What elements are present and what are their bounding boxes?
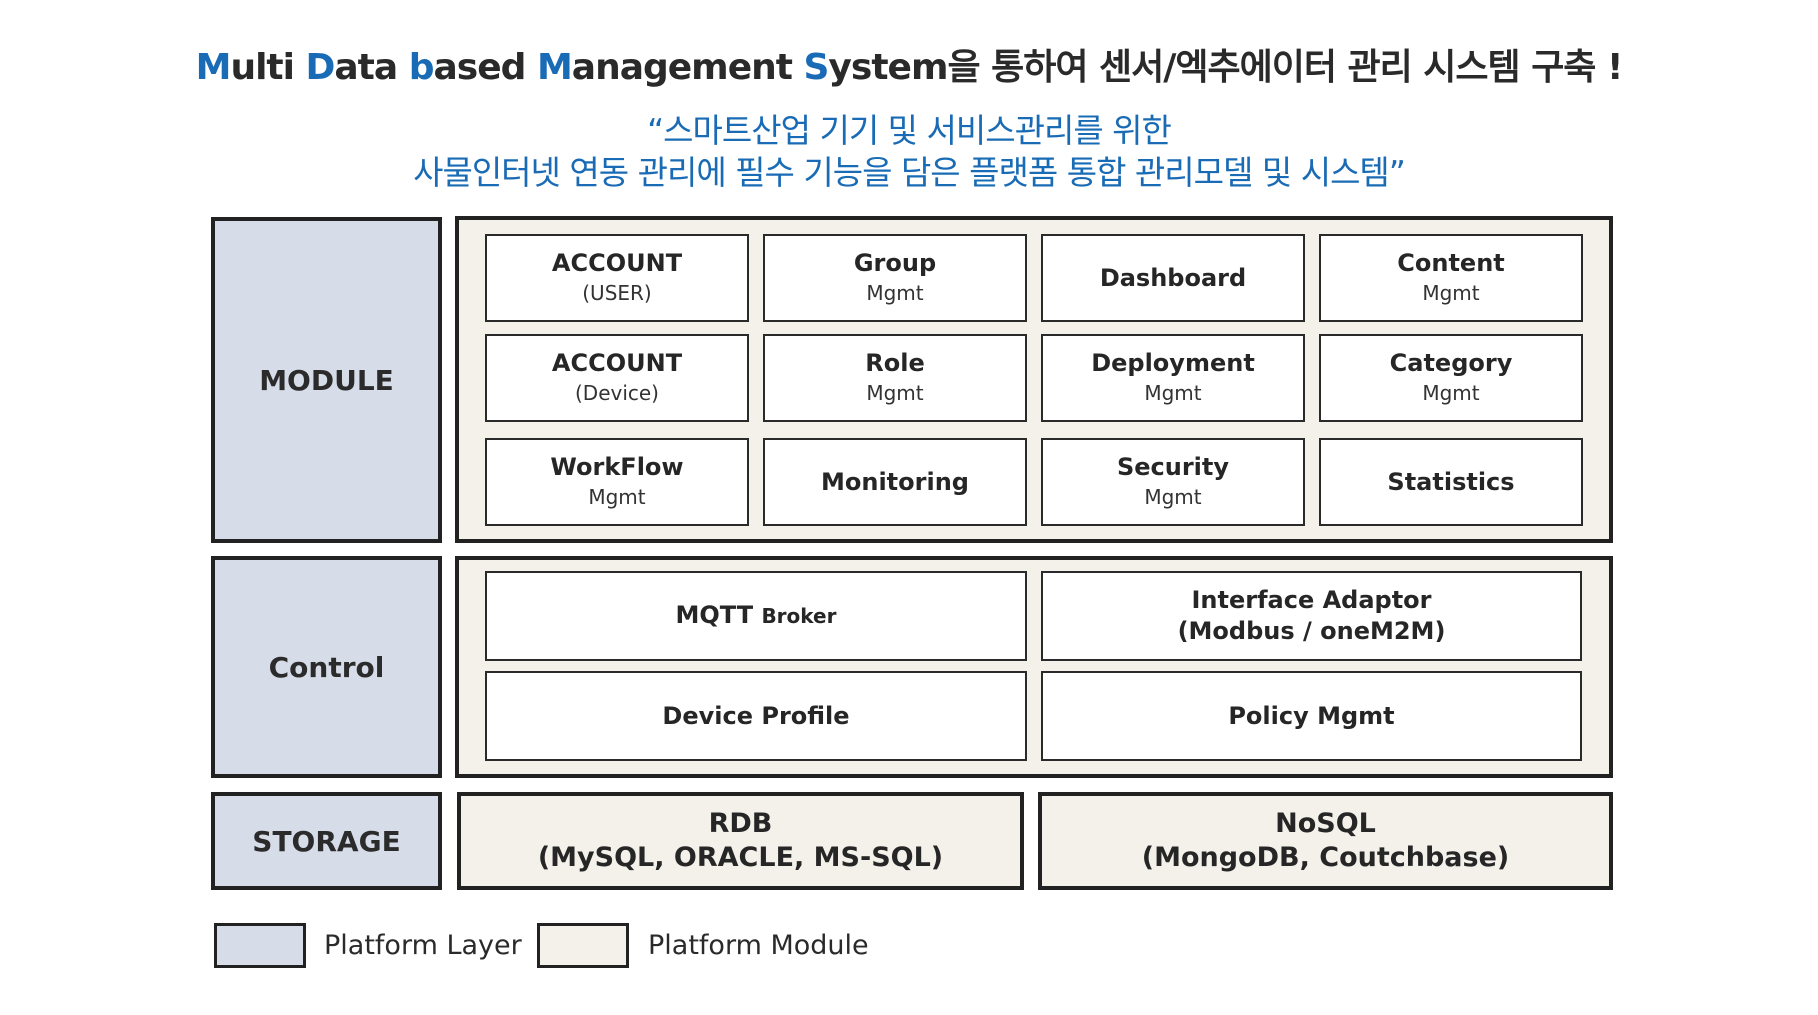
device-profile-label: Device Profile: [662, 701, 850, 730]
headline-cap-m: M: [195, 47, 232, 88]
subtitle-line-1: “스마트산업 기기 및 서비스관리를 위한: [647, 111, 1172, 150]
headline-word-multi: ulti: [230, 47, 306, 88]
layer-storage: STORAGE: [211, 792, 442, 890]
rdb-title: RDB: [708, 808, 773, 839]
module-subtitle: (USER): [582, 281, 652, 305]
module-title: Role: [865, 349, 925, 377]
module-cell-statistics: Statistics: [1319, 438, 1583, 526]
module-subtitle: Mgmt: [866, 281, 924, 305]
module-subtitle: Mgmt: [1144, 381, 1202, 405]
nosql-storage-cell: NoSQL (MongoDB, Coutchbase): [1038, 792, 1613, 890]
layer-module-label: MODULE: [259, 363, 394, 397]
legend-swatch-layer: [214, 923, 306, 968]
interface-adaptor-protocols: (Modbus / oneM2M): [1177, 617, 1446, 645]
layer-storage-label: STORAGE: [252, 824, 401, 858]
nosql-title: NoSQL: [1275, 808, 1376, 839]
module-subtitle: Mgmt: [1422, 281, 1480, 305]
module-title: WorkFlow: [550, 453, 684, 481]
device-profile-cell: Device Profile: [485, 671, 1027, 761]
module-cell-account-device: ACCOUNT (Device): [485, 334, 749, 422]
interface-adaptor-title: Interface Adaptor: [1191, 586, 1432, 614]
headline-word-data: ata: [334, 47, 409, 88]
rdb-engines: (MySQL, ORACLE, MS-SQL): [537, 842, 944, 873]
module-title: ACCOUNT: [551, 349, 683, 377]
module-title: Security: [1116, 453, 1230, 481]
headline-suffix: 을 통하여 센서/엑추에이터 관리 시스템 구축 !: [947, 47, 1623, 88]
layer-control-label: Control: [268, 650, 385, 684]
module-subtitle: Mgmt: [1144, 485, 1202, 509]
policy-mgmt-cell: Policy Mgmt: [1041, 671, 1582, 761]
legend-swatch-module: [537, 923, 629, 968]
policy-mgmt-label: Policy Mgmt: [1228, 701, 1395, 730]
module-title: Content: [1397, 249, 1505, 277]
module-title: Statistics: [1387, 467, 1515, 496]
module-subtitle: (Device): [574, 381, 659, 405]
module-title: Group: [853, 249, 937, 277]
headline-word-based: ased: [433, 47, 537, 88]
module-title: ACCOUNT: [551, 249, 683, 277]
mqtt-broker-cell: MQTT Broker: [485, 571, 1027, 661]
interface-adaptor-cell: Interface Adaptor (Modbus / oneM2M): [1041, 571, 1582, 661]
subtitle: “스마트산업 기기 및 서비스관리를 위한 사물인터넷 연동 관리에 필수 기능…: [0, 110, 1818, 194]
headline-cap-d: D: [305, 47, 336, 88]
module-title: Monitoring: [821, 467, 969, 496]
module-cell-account-user: ACCOUNT (USER): [485, 234, 749, 322]
legend-label-layer: Platform Layer: [324, 930, 522, 961]
broker-label: Broker: [761, 604, 837, 628]
headline: Multi Data based Management System을 통하여 …: [0, 38, 1818, 90]
subtitle-line-2: 사물인터넷 연동 관리에 필수 기능을 담은 플랫폼 통합 관리모델 및 시스템…: [413, 153, 1406, 192]
headline-cap-m2: M: [536, 47, 573, 88]
module-subtitle: Mgmt: [866, 381, 924, 405]
headline-word-management: anagement: [571, 47, 804, 88]
headline-word-system: ystem: [828, 47, 948, 88]
module-title: Category: [1389, 349, 1513, 377]
legend-label-module: Platform Module: [648, 930, 869, 961]
module-subtitle: Mgmt: [1422, 381, 1480, 405]
layer-module: MODULE: [211, 217, 442, 543]
module-subtitle: Mgmt: [588, 485, 646, 509]
module-title: Deployment: [1091, 349, 1255, 377]
layer-control: Control: [211, 556, 442, 778]
rdb-storage-cell: RDB (MySQL, ORACLE, MS-SQL): [457, 792, 1024, 890]
module-cell-monitoring: Monitoring: [763, 438, 1027, 526]
headline-cap-s: S: [803, 47, 829, 88]
module-cell-dashboard: Dashboard: [1041, 234, 1305, 322]
nosql-engines: (MongoDB, Coutchbase): [1141, 842, 1510, 873]
mqtt-label: MQTT: [675, 601, 754, 629]
module-title: Dashboard: [1099, 263, 1247, 292]
headline-cap-b: b: [408, 47, 435, 88]
